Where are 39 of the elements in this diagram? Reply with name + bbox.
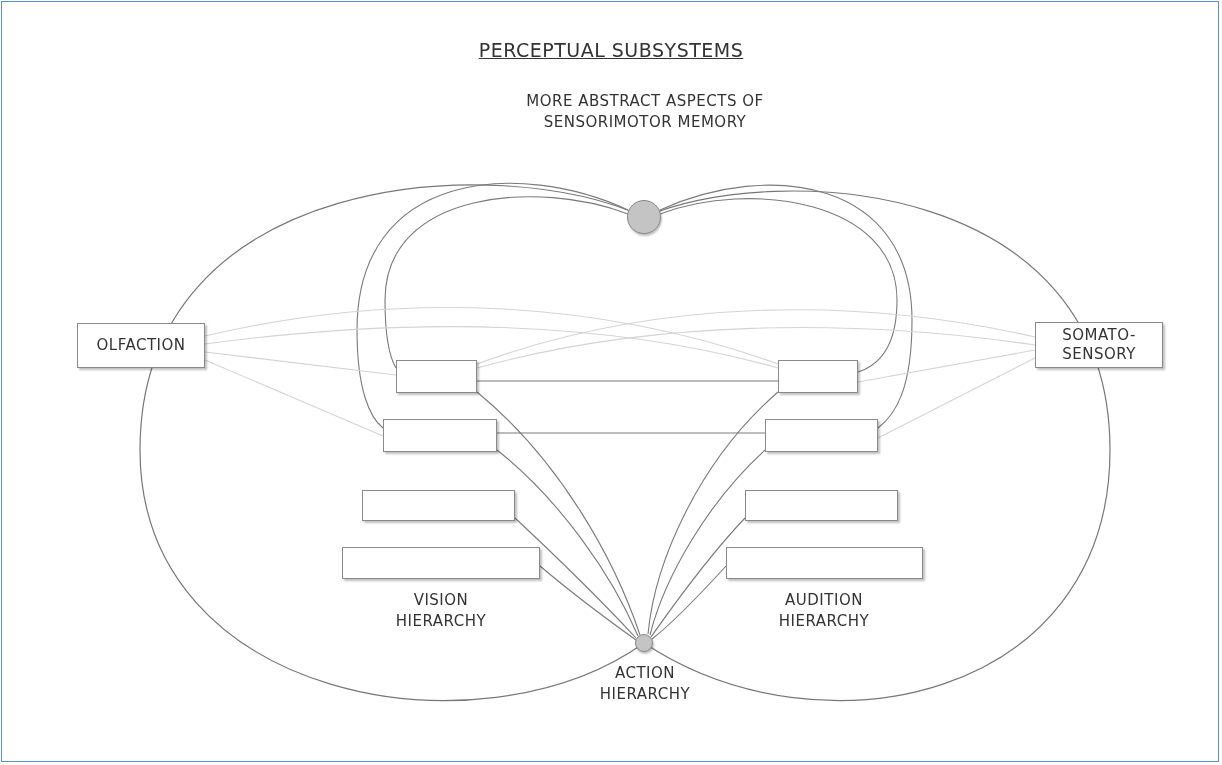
empty-box bbox=[765, 419, 878, 452]
connector-line bbox=[204, 326, 779, 369]
connector-line bbox=[650, 517, 746, 638]
connector-line bbox=[356, 182, 629, 429]
connector-line bbox=[204, 351, 397, 376]
connector-line bbox=[476, 309, 1036, 365]
connector-line bbox=[204, 359, 384, 437]
connector-line bbox=[204, 306, 779, 365]
connector-line bbox=[877, 357, 1036, 439]
connector-line bbox=[659, 184, 913, 429]
process-box bbox=[1035, 322, 1163, 368]
empty-box bbox=[342, 547, 540, 579]
connector-line bbox=[539, 565, 637, 641]
connector-line bbox=[476, 391, 641, 636]
connector-line bbox=[651, 565, 727, 640]
connector-line bbox=[476, 327, 1036, 369]
hub-label: MORE ABSTRACT ASPECTS OF SENSORIMOTOR MEMORY bbox=[525, 91, 765, 133]
box-label: OLFACTION bbox=[96, 336, 186, 355]
connector-line bbox=[496, 449, 639, 637]
hierarchy-label: AUDITION HIERARCHY bbox=[777, 590, 871, 632]
process-box bbox=[77, 323, 205, 368]
hierarchy-label: VISION HIERARCHY bbox=[394, 590, 488, 632]
connector-line bbox=[659, 198, 898, 373]
empty-box bbox=[745, 490, 898, 521]
connector-line bbox=[384, 196, 629, 369]
empty-box bbox=[726, 547, 923, 579]
empty-box bbox=[383, 419, 497, 452]
diagram-title: PERCEPTUAL SUBSYSTEMS bbox=[477, 40, 745, 61]
connector-line bbox=[476, 380, 779, 382]
connector-line bbox=[496, 432, 766, 434]
hub-label: ACTION HIERARCHY bbox=[598, 663, 692, 705]
empty-box bbox=[778, 360, 858, 393]
connector-line bbox=[857, 349, 1036, 383]
connector-line bbox=[649, 449, 766, 636]
empty-box bbox=[396, 360, 477, 393]
box-label: SOMATO- SENSORY bbox=[1061, 326, 1137, 364]
empty-box bbox=[362, 490, 515, 521]
connector-line bbox=[647, 391, 779, 635]
connector-line bbox=[514, 517, 637, 639]
